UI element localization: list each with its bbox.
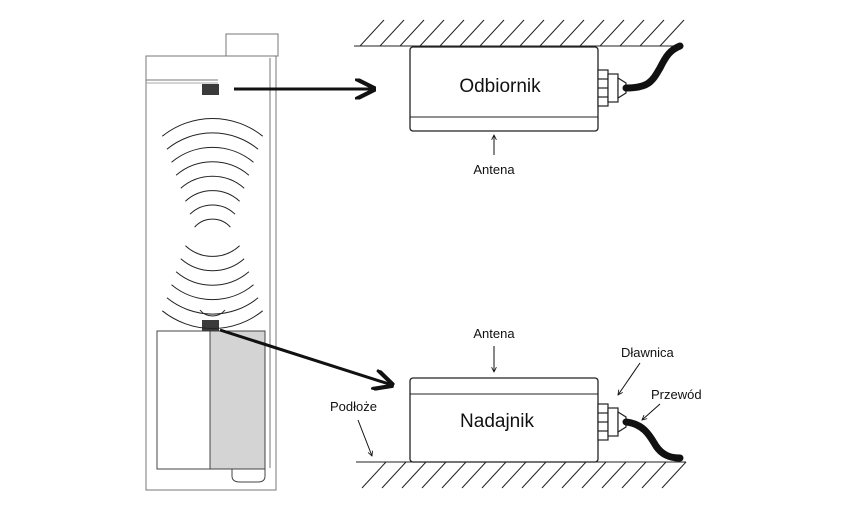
gland-label: Dławnica [621, 345, 675, 360]
ceiling [354, 19, 685, 47]
wave-4 [175, 161, 250, 176]
cable-label: Przewód [651, 387, 702, 402]
arrow-to-transmitter [219, 328, 392, 385]
floor [356, 461, 687, 489]
wave-2 [166, 132, 259, 150]
cable-pointer [642, 403, 661, 420]
gate-leaf-white [156, 330, 211, 470]
transmitter-gland [597, 403, 627, 441]
wave-3 [171, 146, 254, 163]
receiver-label: Odbiornik [459, 76, 541, 97]
receiver-unit: Odbiornik [409, 42, 684, 132]
wave-14 [185, 245, 240, 257]
wave-5 [180, 175, 245, 189]
wave-1 [161, 118, 264, 137]
gate-leaf-grey [209, 330, 266, 470]
door-panel [145, 33, 279, 491]
receiver-mount [202, 84, 219, 95]
receiver-gland [597, 69, 627, 107]
door-top-block [225, 33, 279, 57]
transmitter-mount [202, 320, 219, 331]
transmitter-unit: Nadajnik [409, 377, 684, 463]
wave-7 [189, 204, 236, 215]
wave-6 [185, 190, 240, 202]
radio-waves [161, 118, 264, 329]
transmitter-cable [622, 418, 684, 462]
ground-label: Podłoże [330, 399, 377, 414]
wave-9 [161, 310, 264, 329]
cable-loop [231, 469, 266, 483]
wave-8 [194, 218, 231, 228]
wave-11 [171, 284, 254, 301]
wave-13 [180, 258, 245, 272]
antenna-top-label: Antena [473, 162, 515, 177]
wave-12 [175, 271, 250, 286]
receiver-cable [622, 42, 684, 92]
ground-pointer [357, 419, 372, 456]
antenna-bottom-label: Antena [473, 326, 515, 341]
transmitter-label: Nadajnik [460, 411, 534, 432]
gland-pointer [618, 362, 641, 395]
wave-10 [166, 297, 259, 315]
wave-15 [199, 309, 226, 317]
